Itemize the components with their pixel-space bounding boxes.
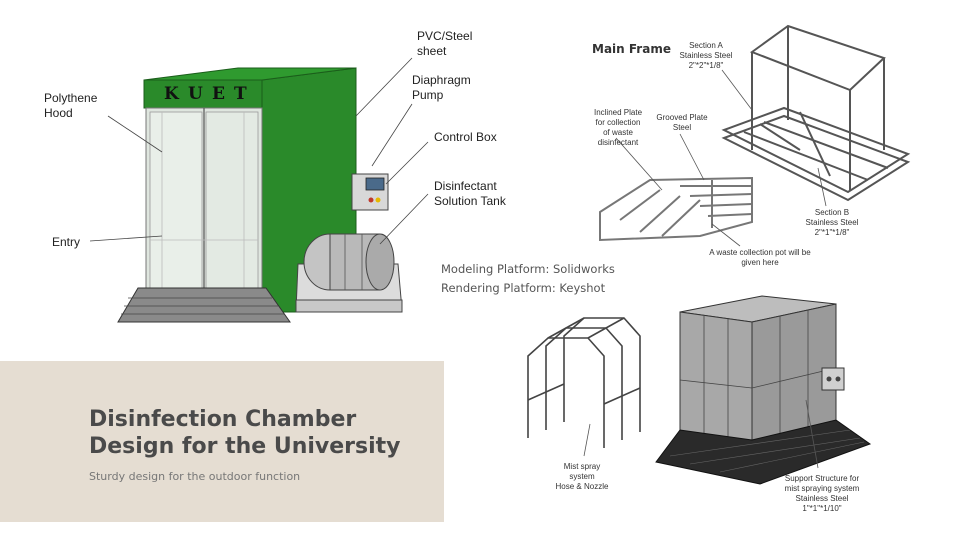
- label-polythene-hood-line2: Hood: [44, 106, 73, 120]
- label-pvc-line1: PVC/Steel: [417, 29, 473, 43]
- title-panel: [0, 361, 444, 522]
- label-section-a: Section A Stainless Steel 2"*2"*1/8": [676, 41, 736, 71]
- chamber-sign-band: [143, 79, 263, 109]
- label-entry: Entry: [52, 235, 81, 249]
- grooved-line1: Grooved Plate: [656, 113, 708, 122]
- section-b-line3: 2"*1"*1/8": [814, 228, 850, 237]
- label-pvc-line2: sheet: [417, 44, 447, 58]
- section-a-line1: Section A: [689, 41, 723, 50]
- rendering-platform: Rendering Platform: Keyshot: [441, 281, 606, 295]
- waste-line1: A waste collection pot will be: [709, 248, 811, 257]
- entry-ramp: [117, 287, 291, 323]
- label-pvc-steel-sheet: PVC/Steel sheet: [417, 29, 472, 59]
- section-a-line3: 2"*2"*1/8": [688, 61, 724, 70]
- section-b-line1: Section B: [814, 208, 850, 217]
- slide-title: Disinfection Chamber Design for the Univ…: [89, 406, 401, 460]
- label-support-structure: Support Structure for mist spraying syst…: [772, 474, 872, 514]
- label-tank-line1: Disinfectant: [434, 179, 497, 193]
- mist-line2: system: [569, 472, 595, 481]
- support-line1: Support Structure for: [784, 474, 860, 483]
- label-pump-line2: Pump: [412, 88, 444, 102]
- support-line4: 1"*1"*1/10": [802, 504, 842, 513]
- section-a-line2: Stainless Steel: [679, 51, 733, 60]
- support-line2: mist spraying system: [784, 484, 860, 493]
- label-polythene-hood-line1: Polythene: [44, 91, 98, 105]
- grooved-line2: Steel: [672, 123, 692, 132]
- label-polythene-hood: Polythene Hood: [44, 91, 97, 121]
- slide-title-line1: Disinfection Chamber: [89, 407, 357, 432]
- support-line3: Stainless Steel: [795, 494, 849, 503]
- label-grooved-plate: Grooved Plate Steel: [650, 113, 714, 133]
- waste-line2: given here: [741, 258, 779, 267]
- main-frame-title: Main Frame: [592, 42, 671, 56]
- label-pump-line1: Diaphragm: [412, 73, 471, 87]
- label-inclined-plate: Inclined Plate for collection of waste d…: [586, 108, 650, 148]
- section-b-line2: Stainless Steel: [805, 218, 859, 227]
- inclined-line4: disinfectant: [597, 138, 639, 147]
- label-diaphragm-pump: Diaphragm Pump: [412, 73, 471, 103]
- label-tank-line2: Solution Tank: [434, 194, 506, 208]
- label-control-box: Control Box: [434, 130, 497, 144]
- sign-letter-k: K: [164, 84, 179, 104]
- sign-letter-e: E: [212, 84, 225, 104]
- sign-letter-t: T: [234, 84, 247, 104]
- label-disinfectant-tank: Disinfectant Solution Tank: [434, 179, 506, 209]
- label-waste-pot: A waste collection pot will be given her…: [698, 248, 822, 268]
- sign-letter-u: U: [188, 84, 203, 104]
- inclined-line2: for collection: [595, 118, 641, 127]
- label-mist-spray: Mist spray system Hose & Nozzle: [546, 462, 618, 492]
- modeling-platform: Modeling Platform: Solidworks: [441, 262, 615, 276]
- inclined-line3: of waste: [603, 128, 633, 137]
- slide-title-line2: Design for the University: [89, 434, 401, 459]
- inclined-line1: Inclined Plate: [593, 108, 643, 117]
- slide-subtitle: Sturdy design for the outdoor function: [89, 470, 301, 483]
- mist-line3: Hose & Nozzle: [555, 482, 609, 491]
- mist-line1: Mist spray: [563, 462, 601, 471]
- label-section-b: Section B Stainless Steel 2"*1"*1/8": [800, 208, 864, 238]
